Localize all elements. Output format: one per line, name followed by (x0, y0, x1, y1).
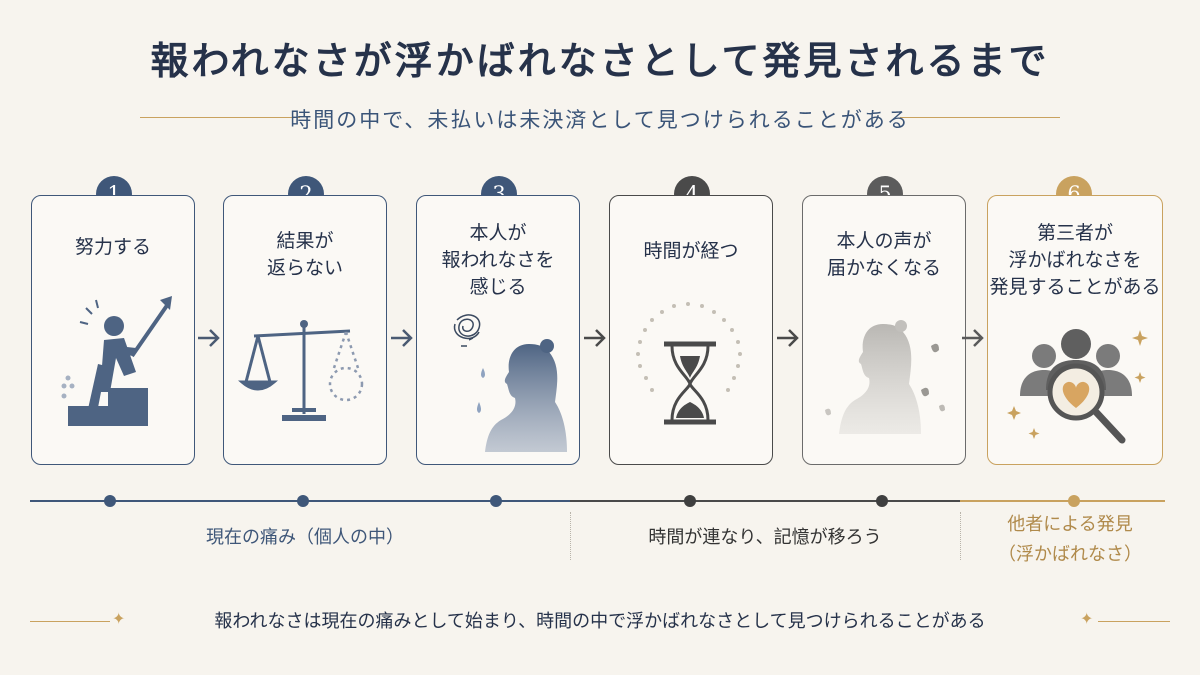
step-3-text: 本人が 報われなさを 感じる (441, 222, 555, 298)
sparkle-icon: ✦ (112, 609, 126, 628)
page-subtitle: 時間の中で、未払いは未決済として見つけられることがある (290, 108, 910, 132)
footer-row: ✦ 報われなさは現在の痛みとして始まり、時間の中で浮かばれなさとして見つけられる… (0, 605, 1200, 641)
timeline-dot-1 (104, 495, 116, 507)
step-4-text: 時間が経つ (643, 240, 739, 262)
page-title: 報われなさが浮かばれなさとして発見されるまで (150, 38, 1050, 83)
step-2-card: 結果が 返らない (223, 195, 387, 465)
step-6-text: 第三者が 浮かばれなさを 発見することがある (989, 222, 1161, 298)
phase-divider-2 (960, 512, 961, 560)
subtitle-line-left (140, 117, 300, 118)
arrow-5-6 (960, 325, 986, 355)
balance-scale-icon (238, 320, 364, 421)
distressed-person-icon (453, 314, 567, 452)
fading-person-icon (825, 320, 945, 434)
step-5-text: 本人の声が 届かなくなる (826, 230, 941, 279)
phase-discovery: 他者による発見 （浮かばれなさ） (998, 514, 1142, 565)
phase-present: 現在の痛み（個人の中） (206, 527, 404, 548)
sparkle-icon: ✦ (1080, 609, 1094, 628)
phase-time: 時間が連なり、記憶が移ろう (648, 527, 882, 548)
timeline-dot-6 (1068, 495, 1080, 507)
step-3-card: 本人が 報われなさを 感じる (416, 195, 580, 465)
timeline-dot-5 (876, 495, 888, 507)
arrow-4-5 (775, 325, 801, 355)
subtitle-row: 時間の中で、未払いは未決済として見つけられることがある (0, 100, 1200, 136)
phase-divider-1 (570, 512, 571, 560)
footer-line-left (30, 621, 110, 622)
step-1-card: 努力する (31, 195, 195, 465)
step-5-card: 本人の声が 届かなくなる (802, 195, 966, 465)
arrow-2-3 (389, 325, 415, 355)
arrow-1-2 (196, 325, 222, 355)
timeline-dot-3 (490, 495, 502, 507)
step-2-text: 結果が 返らない (266, 230, 343, 279)
footer-line-right (1098, 621, 1170, 622)
timeline (30, 495, 1165, 507)
step-4-card: 時間が経つ (609, 195, 773, 465)
timeline-dot-2 (297, 495, 309, 507)
subtitle-line-right (900, 117, 1060, 118)
footer-summary: 報われなさは現在の痛みとして始まり、時間の中で浮かばれなさとして見つけられること… (214, 611, 986, 632)
arrow-3-4 (582, 325, 608, 355)
step-1-text: 努力する (74, 236, 151, 258)
hourglass-icon (636, 302, 742, 425)
climbing-person-icon (61, 296, 172, 426)
group-magnifier-heart-icon (1007, 329, 1148, 444)
timeline-dot-4 (684, 495, 696, 507)
step-6-card: 第三者が 浮かばれなさを 発見することがある (987, 195, 1163, 465)
